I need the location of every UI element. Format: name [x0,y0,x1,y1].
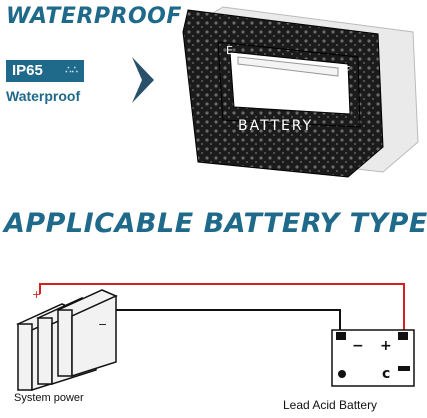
lead-acid-battery-label: Lead Acid Battery [283,398,378,412]
meter-battery-label: BATTERY [238,118,313,134]
battery-meter-image: E F BATTERY [182,6,419,178]
system-batteries [16,289,118,392]
water-drops-icon: ∴∴ [65,65,78,76]
ip65-badge: IP65 ∴∴ [6,60,84,82]
system-plus-sign: + [32,288,41,301]
battery-plus-sign: + [380,338,392,354]
ip65-label: IP65 [12,62,43,79]
arrow-right-icon [132,57,154,103]
battery-c-mark: c [382,366,390,382]
lead-acid-battery: − + c [331,329,415,387]
battery-type-title: APPLICABLE BATTERY TYPE [4,208,427,239]
system-power-label: System power [14,392,84,404]
meter-full-mark: F [344,64,350,77]
wiring-diagram: + − − + c [16,283,415,392]
system-minus-sign: − [98,318,107,331]
positive-wire [39,283,405,338]
battery-minus-sign: − [352,338,364,354]
negative-wire [99,309,341,338]
meter-empty-mark: E [226,44,233,57]
waterproof-title: WATERPROOF [6,4,182,29]
waterproof-subtitle: Waterproof [6,88,81,104]
